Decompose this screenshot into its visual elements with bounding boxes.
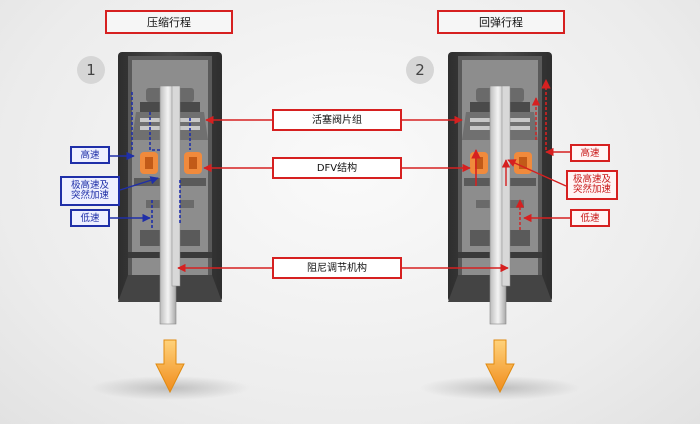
right-label-low-speed: 低速 bbox=[570, 209, 610, 227]
left-label-extreme-speed: 极高速及 突然加速 bbox=[60, 176, 120, 206]
label-dfv-structure: DFV结构 bbox=[272, 157, 402, 179]
right-shock-absorber bbox=[448, 52, 552, 325]
left-down-arrow bbox=[155, 339, 185, 394]
label-damping-adjuster: 阻尼调节机构 bbox=[272, 257, 402, 279]
left-label-extreme-line1: 极高速及 bbox=[70, 180, 109, 191]
left-dfv-structure bbox=[140, 152, 202, 174]
step-number-2: 2 bbox=[406, 56, 434, 84]
step-number-1: 1 bbox=[77, 56, 105, 84]
left-label-high-speed: 高速 bbox=[70, 146, 110, 164]
left-label-extreme-line2: 突然加速 bbox=[70, 190, 109, 201]
right-down-arrow bbox=[485, 339, 515, 394]
right-label-high-speed: 高速 bbox=[570, 144, 610, 162]
label-piston-valve: 活塞阀片组 bbox=[272, 109, 402, 131]
right-label-extreme-line2: 突然加速 bbox=[572, 184, 611, 195]
right-label-extreme-line1: 极高速及 bbox=[572, 174, 611, 185]
left-shock-absorber bbox=[118, 52, 222, 325]
title-compression: 压缩行程 bbox=[105, 10, 233, 34]
right-label-extreme-speed: 极高速及 突然加速 bbox=[566, 170, 618, 200]
left-label-low-speed: 低速 bbox=[70, 209, 110, 227]
title-rebound: 回弹行程 bbox=[437, 10, 565, 34]
right-extreme-line bbox=[507, 159, 567, 187]
left-extreme-line bbox=[119, 176, 159, 191]
